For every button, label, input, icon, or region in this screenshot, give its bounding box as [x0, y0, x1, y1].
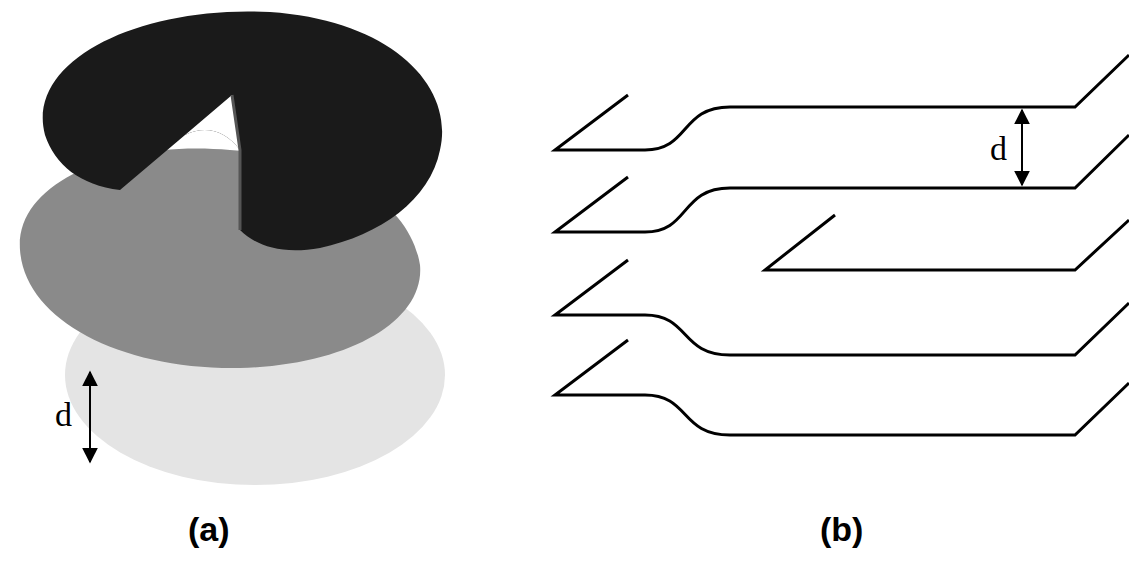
helicoid-core [232, 95, 240, 230]
spacing-arrow [1021, 110, 1023, 185]
helicoid-upper-sheet [43, 11, 442, 250]
lattice-planes [555, 55, 1129, 435]
pitch-arrow [89, 372, 91, 462]
pitch-label: d [55, 398, 72, 432]
spacing-label: d [990, 132, 1007, 166]
panel-label: (b) [820, 512, 863, 546]
panel-label: (a) [188, 512, 230, 546]
